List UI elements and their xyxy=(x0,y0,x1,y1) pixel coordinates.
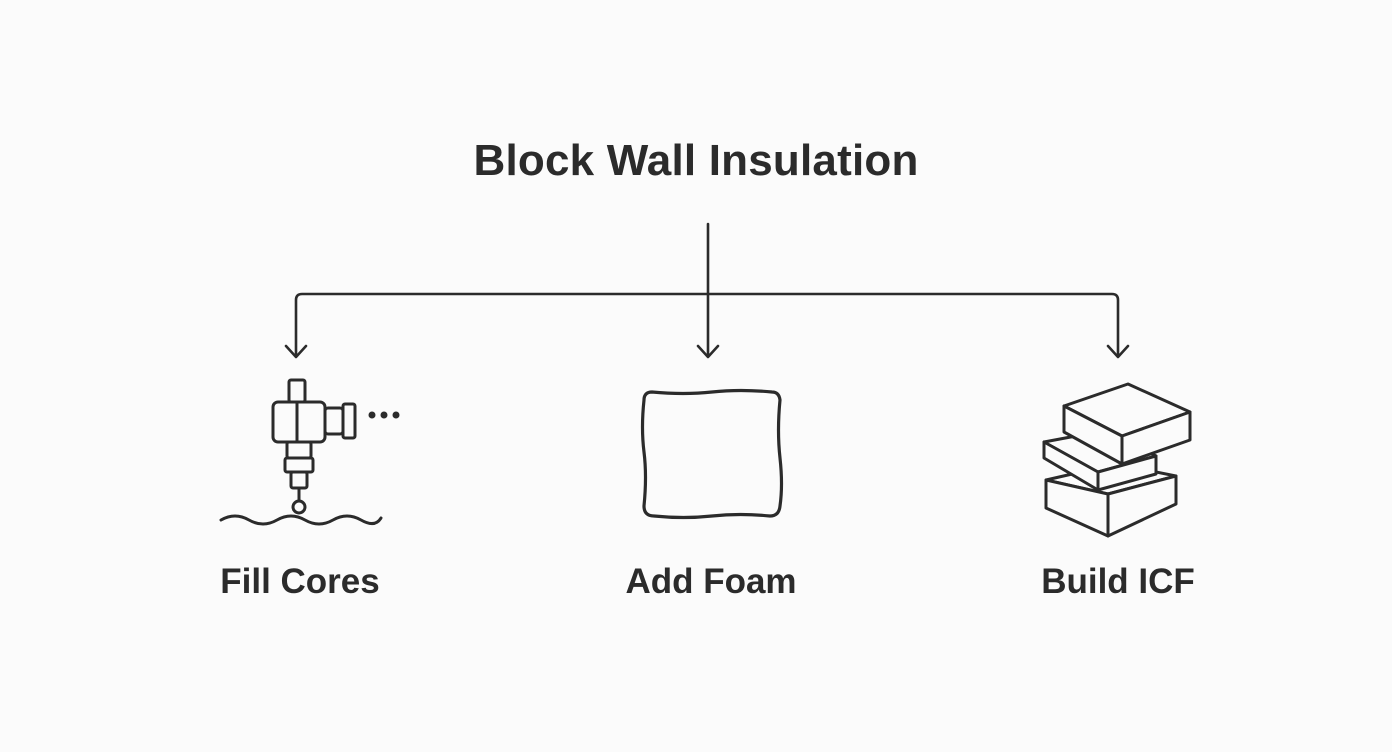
branch-label-build-icf: Build ICF xyxy=(1041,562,1195,601)
branch-bar xyxy=(294,292,1120,358)
branch-label-fill-cores: Fill Cores xyxy=(220,562,380,601)
arrowhead-right xyxy=(1106,344,1130,359)
arrowhead-center xyxy=(696,344,720,359)
spray-nozzle-icon xyxy=(219,378,400,526)
diagram-title: Block Wall Insulation xyxy=(473,136,919,185)
foam-board-icon xyxy=(640,388,784,520)
branch-label-add-foam: Add Foam xyxy=(625,562,797,601)
arrowhead-left xyxy=(284,344,308,359)
stacked-blocks-icon xyxy=(1042,382,1192,538)
